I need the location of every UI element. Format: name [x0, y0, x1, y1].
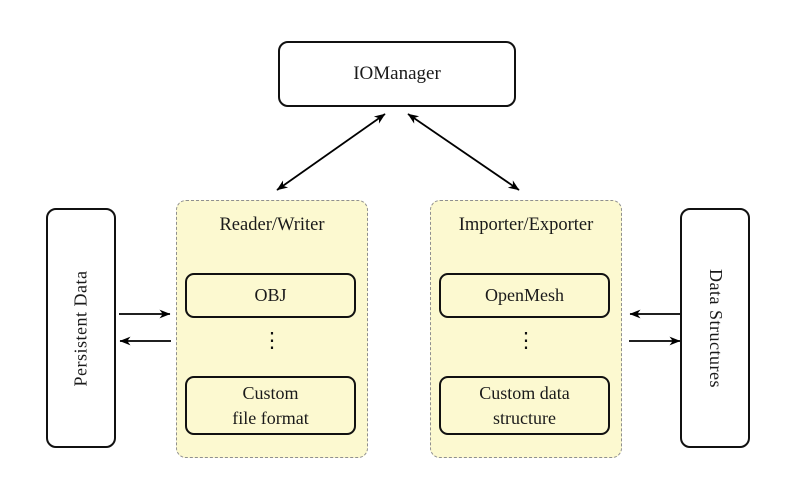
persistent-data-label: Persistent Data [70, 270, 91, 386]
iomanager-label: IOManager [353, 63, 441, 84]
persistent-data-node: Persistent Data [46, 208, 116, 448]
custom-data-structure-node: Custom data structure [439, 376, 610, 435]
arrow-iomanager-reader-writer [276, 113, 386, 191]
importer-exporter-panel: Importer/Exporter OpenMesh ⋮ Custom data… [430, 200, 622, 458]
iomanager-node: IOManager [278, 41, 516, 107]
reader-writer-panel: Reader/Writer OBJ ⋮ Custom file format [176, 200, 368, 458]
arrow-iomanager-importer-exporter [407, 113, 520, 191]
data-structures-node: Data Structures [680, 208, 750, 448]
data-structures-label: Data Structures [705, 268, 726, 388]
obj-node: OBJ [185, 273, 356, 318]
custom-file-format-node: Custom file format [185, 376, 356, 435]
importer-exporter-ellipsis: ⋮ [515, 328, 537, 352]
reader-writer-title: Reader/Writer [219, 215, 325, 235]
reader-writer-ellipsis: ⋮ [261, 328, 283, 352]
openmesh-node: OpenMesh [439, 273, 610, 318]
importer-exporter-title: Importer/Exporter [458, 215, 594, 235]
